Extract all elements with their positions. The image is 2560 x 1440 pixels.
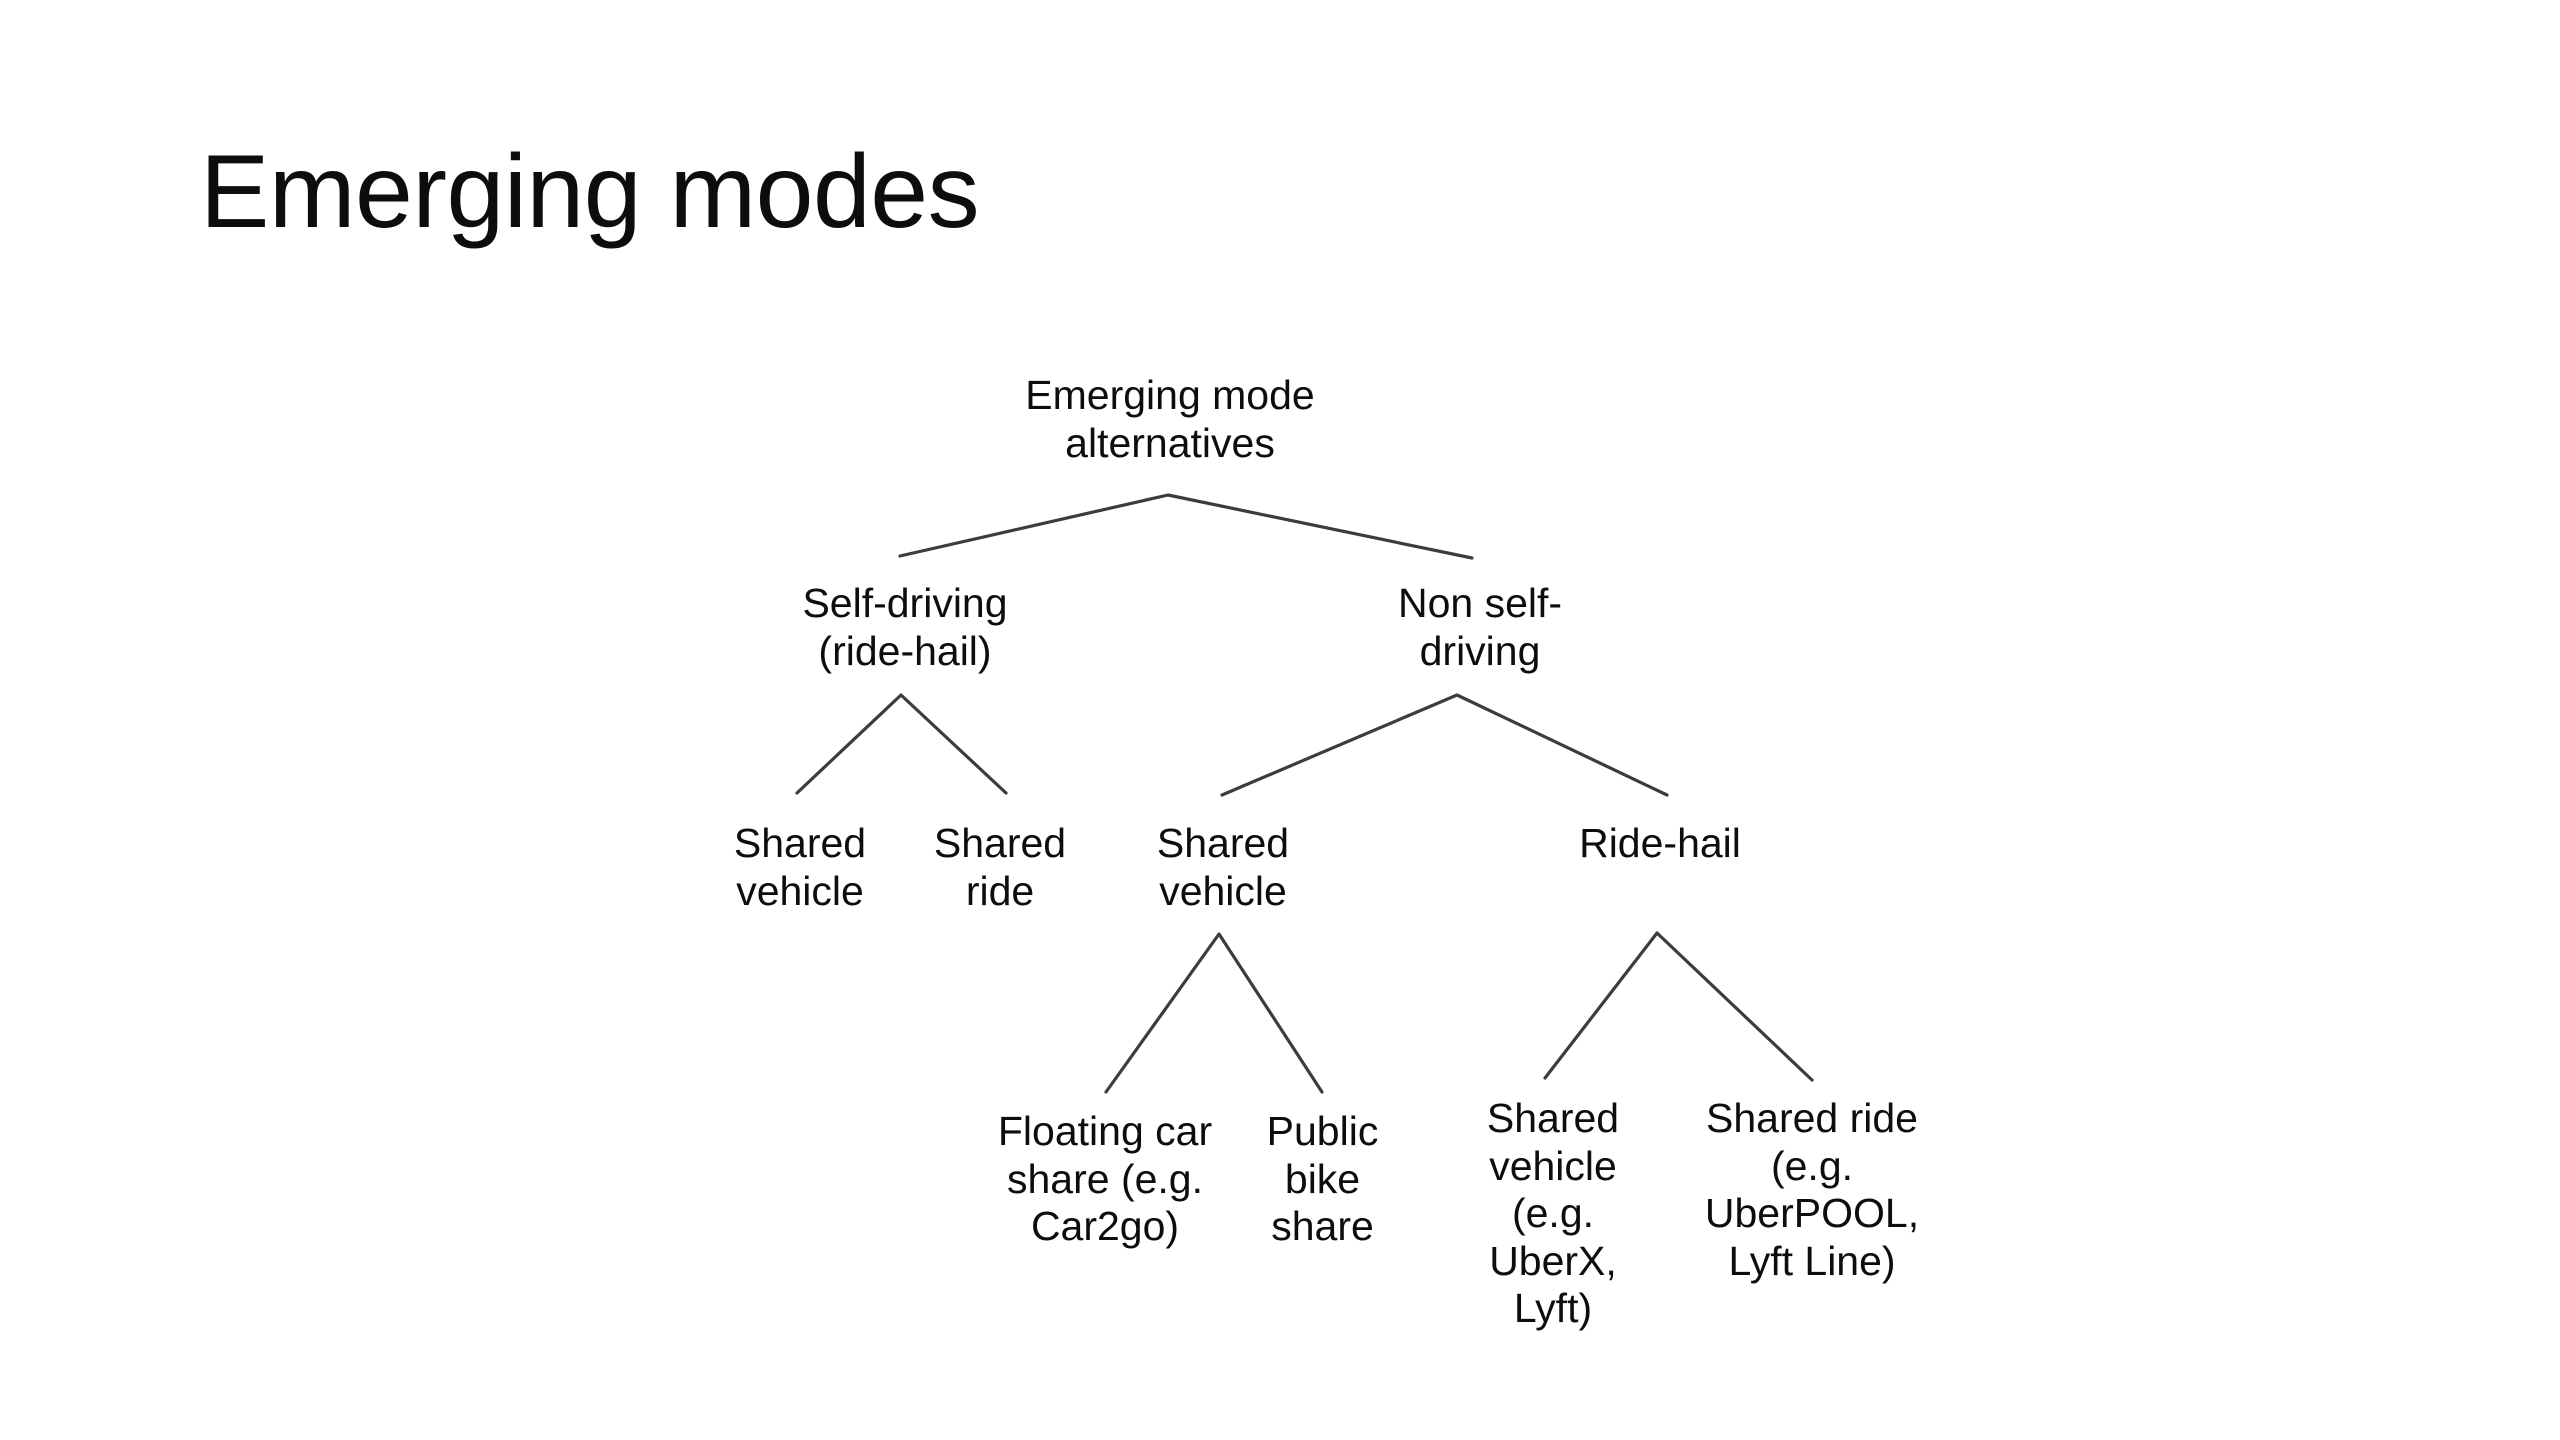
tree-node-self-driving: Self-driving (ride-hail) xyxy=(802,580,1008,674)
tree-node-sd-shared-vehicle: Shared vehicle xyxy=(733,820,867,914)
tree-node-nsd-ride-hail: Ride-hail xyxy=(1579,820,1741,866)
tree-node-non-self-driving: Non self- driving xyxy=(1397,580,1563,674)
tree-node-root: Emerging mode alternatives xyxy=(1025,372,1315,466)
tree-node-shared-vehicle-uberx-lyft: Shared vehicle (e.g. UberX, Lyft) xyxy=(1486,1095,1620,1332)
tree-node-floating-car-share: Floating car share (e.g. Car2go) xyxy=(997,1108,1213,1250)
connector-root-to-level1 xyxy=(898,493,1474,560)
tree-node-shared-ride-uberpool-lyftline: Shared ride (e.g. UberPOOL, Lyft Line) xyxy=(1704,1095,1920,1284)
tree-node-nsd-shared-vehicle: Shared vehicle xyxy=(1156,820,1290,914)
connector-selfdriving-to-children xyxy=(795,693,1008,795)
connector-nonselfdriving-to-children xyxy=(1220,693,1669,797)
connector-sharedvehicle-to-leaves xyxy=(1104,932,1324,1094)
tree-node-sd-shared-ride: Shared ride xyxy=(933,820,1067,914)
page-title: Emerging modes xyxy=(200,134,980,250)
tree-node-public-bike-share: Public bike share xyxy=(1266,1108,1379,1250)
connector-ridehail-to-leaves xyxy=(1543,931,1814,1082)
